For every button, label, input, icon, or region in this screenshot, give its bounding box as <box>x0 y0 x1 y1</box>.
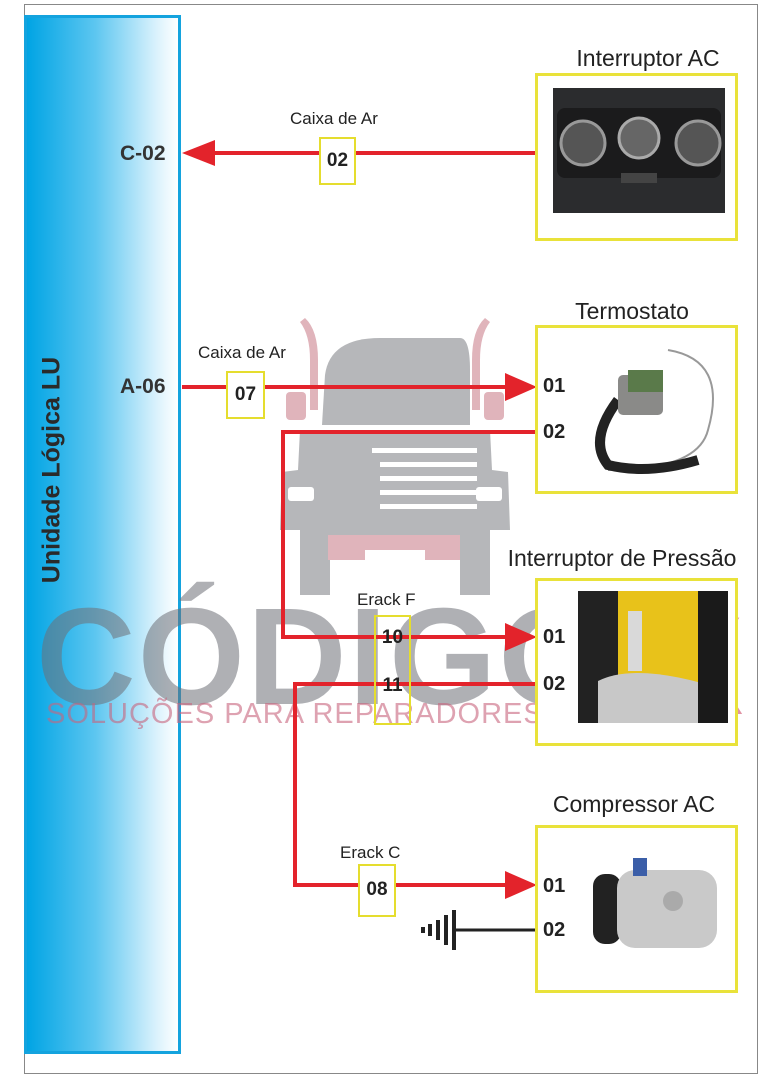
lu-pin-a06: A-06 <box>120 375 166 398</box>
connector-label: Caixa de Ar <box>198 343 286 362</box>
connector-label: Erack F <box>357 590 416 609</box>
component-thermostat <box>535 325 738 494</box>
ac-switch-photo <box>553 88 725 213</box>
compressor-photo <box>593 858 717 948</box>
wire-thermostat-to-pressure <box>281 430 535 639</box>
connector-label: Caixa de Ar <box>290 109 378 128</box>
pressure-switch-photo <box>578 591 728 723</box>
connector-caixa-de-ar-02: 02 <box>319 137 356 185</box>
arrowhead-pressure <box>505 623 537 651</box>
wire-pressure-to-compressor <box>293 682 535 887</box>
thermostat-pin-01: 01 <box>543 375 566 397</box>
component-ac-switch <box>535 73 738 241</box>
arrowhead-compressor <box>505 871 537 899</box>
compressor-pin-01: 01 <box>543 875 566 897</box>
connector-erack-c-08: 08 <box>358 864 396 917</box>
component-title: Compressor AC <box>552 791 716 817</box>
logic-unit-bar <box>24 15 181 1054</box>
component-title: Interruptor AC <box>576 45 720 71</box>
thermostat-photo <box>595 349 714 474</box>
pressure-switch-pin-02: 02 <box>543 673 566 695</box>
connector-caixa-de-ar-07: 07 <box>226 371 265 419</box>
lu-pin-c02: C-02 <box>120 142 166 165</box>
component-compressor <box>535 825 738 993</box>
compressor-pin-02: 02 <box>543 919 566 941</box>
pressure-switch-pin-01: 01 <box>543 626 566 648</box>
component-pressure-switch <box>535 578 738 746</box>
connector-erack-f: 10 11 <box>374 615 411 725</box>
arrowhead-thermostat <box>505 373 537 401</box>
connector-label: Erack C <box>340 843 401 862</box>
component-title: Interruptor de Pressão <box>507 545 737 571</box>
arrowhead-c02 <box>182 140 215 166</box>
thermostat-pin-02: 02 <box>543 421 566 443</box>
ground-icon <box>421 910 456 950</box>
component-title: Termostato <box>575 298 689 324</box>
